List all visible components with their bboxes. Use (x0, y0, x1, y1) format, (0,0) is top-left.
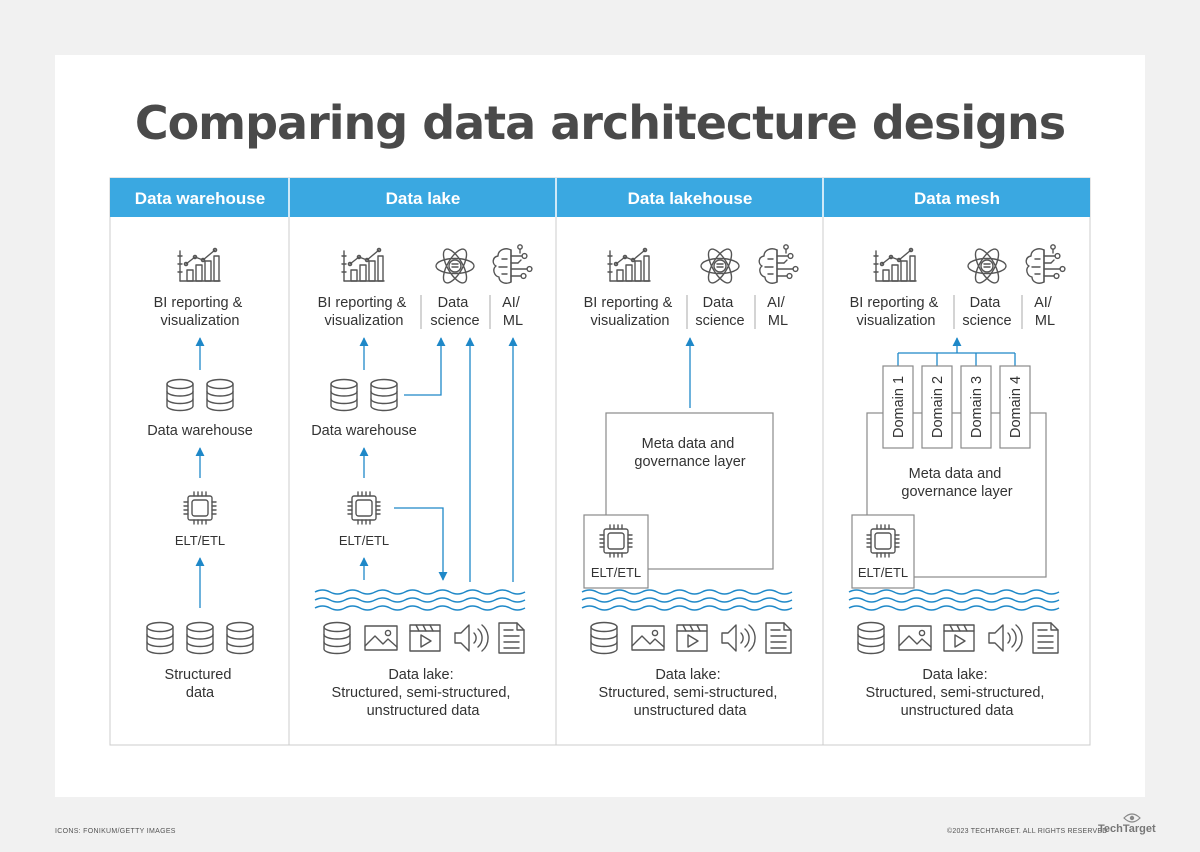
flow-arrow (404, 337, 446, 396)
source-label: Structured data (165, 667, 236, 701)
copyright: ©2023 TECHTARGET. ALL RIGHTS RESERVED (947, 828, 1108, 835)
header-data-warehouse: Data warehouse (135, 189, 265, 208)
domain-label: Domain 2 (930, 376, 946, 438)
data-science-label: Data science (962, 295, 1011, 329)
bi-label: BI reporting & visualization (318, 295, 411, 329)
data-science-label: Data science (695, 295, 744, 329)
domain-box (882, 365, 914, 449)
header-data-lakehouse: Data lakehouse (628, 189, 753, 208)
icon-credit: ICONS: FONIKUM/GETTY IMAGES (55, 828, 176, 835)
source-label: Data lake: Structured, semi-structured, … (332, 667, 515, 719)
domain-label: Domain 1 (891, 376, 907, 438)
domain-box (960, 365, 992, 449)
etl-label: ELT/ETL (591, 565, 641, 580)
ai-ml-label: AI/ ML (767, 295, 789, 329)
column-data-lakehouse: BI reporting & visualization Data scienc… (581, 244, 799, 719)
domain-label: Domain 4 (1008, 376, 1024, 438)
source-label: Data lake: Structured, semi-structured, … (866, 667, 1049, 719)
flow-arrow (394, 507, 448, 581)
data-science-label: Data science (430, 295, 479, 329)
header-data-mesh: Data mesh (914, 189, 1000, 208)
etl-box (851, 514, 915, 589)
ai-ml-label: AI/ ML (502, 295, 524, 329)
warehouse-label: Data warehouse (147, 423, 253, 439)
source-label: Data lake: Structured, semi-structured, … (599, 667, 782, 719)
column-data-mesh: BI reporting & visualization Data scienc… (848, 244, 1066, 719)
etl-box (583, 514, 649, 589)
column-data-lake: BI reporting & visualization Data scienc… (311, 244, 533, 719)
metadata-label: Meta data and governance layer (901, 466, 1012, 500)
domain-label: Domain 3 (969, 376, 985, 438)
ai-ml-label: AI/ ML (1034, 295, 1056, 329)
etl-label: ELT/ETL (175, 533, 225, 548)
bi-label: BI reporting & visualization (584, 295, 677, 329)
domain-box (921, 365, 953, 449)
techtarget-eye-icon (1123, 813, 1141, 823)
bi-label: BI reporting & visualization (850, 295, 943, 329)
header-band (110, 178, 1090, 217)
column-data-warehouse: BI reporting & visualization Data wareho… (146, 247, 254, 701)
header-data-lake: Data lake (386, 189, 461, 208)
domain-box (999, 365, 1031, 449)
bi-label: BI reporting & visualization (154, 295, 247, 329)
metadata-label: Meta data and governance layer (634, 436, 745, 470)
domain-connector (897, 337, 1016, 366)
warehouse-label: Data warehouse (311, 423, 417, 439)
etl-label: ELT/ETL (339, 533, 389, 548)
brand-logo: TechTarget (1098, 823, 1156, 835)
page-title: Comparing data architecture designs (134, 96, 1066, 150)
etl-label: ELT/ETL (858, 565, 908, 580)
